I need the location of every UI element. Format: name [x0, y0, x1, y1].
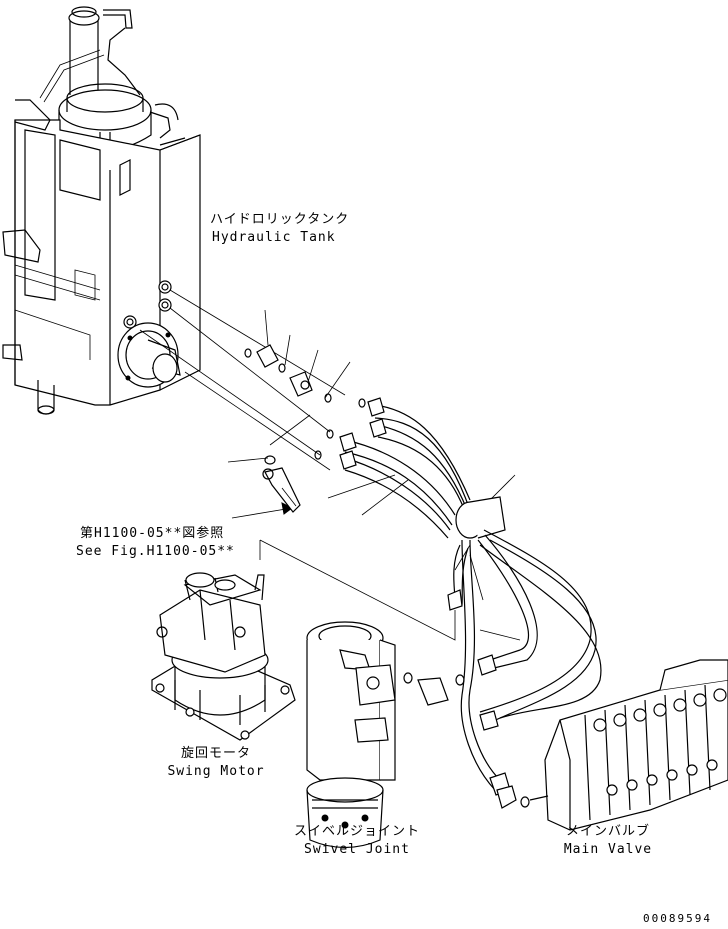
main-valve-label-jp: メインバルブ [565, 824, 651, 839]
hose-ends [339, 397, 387, 470]
hydraulic-tank-label-jp: ハイドロリックタンク [210, 212, 350, 227]
hoses [339, 397, 602, 796]
hydraulic-tank [2, 6, 201, 415]
valve-spool-caps [593, 688, 727, 796]
see-figure-label-en: See Fig.H1100-05** [76, 544, 235, 559]
swivel-joint-label-en: Swivel Joint [304, 842, 410, 857]
hydraulic-tank-label-en: Hydraulic Tank [212, 230, 336, 245]
swing-motor-label-en: Swing Motor [167, 764, 265, 779]
leader-lines [139, 289, 521, 641]
swivel-joint [306, 621, 465, 849]
swivel-joint-label-jp: スイベルジョイント [293, 824, 421, 839]
see-figure-label-jp: 第H1100-05**図参照 [80, 526, 225, 541]
drawing-number: 00089594 [643, 912, 712, 925]
main-valve-label-en: Main Valve [563, 842, 653, 857]
swing-motor-label-jp: 旋回モータ [180, 746, 252, 761]
swing-motor [151, 572, 296, 741]
fittings [244, 344, 366, 513]
main-valve [496, 659, 728, 831]
tank-ports [123, 280, 172, 329]
